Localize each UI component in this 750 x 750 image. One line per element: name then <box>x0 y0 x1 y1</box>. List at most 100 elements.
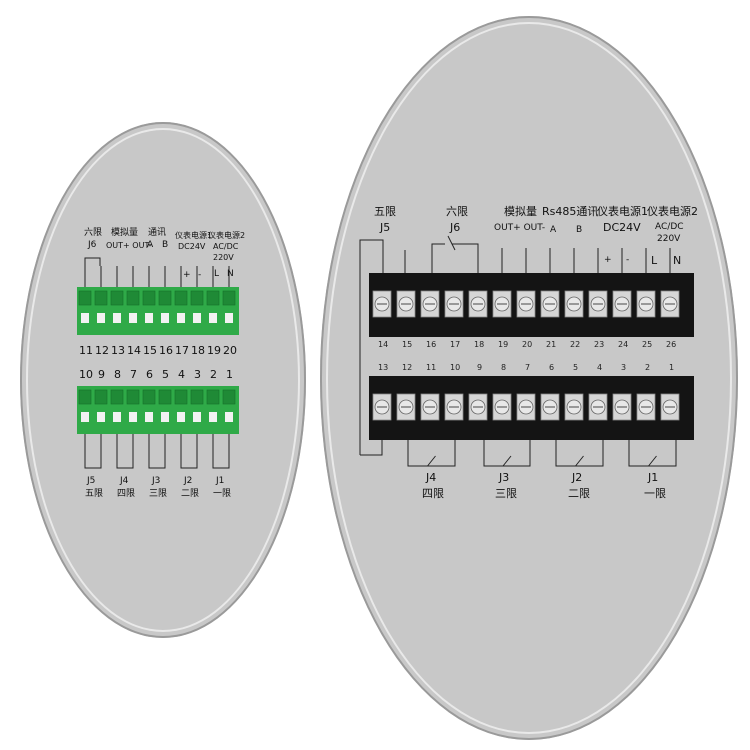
left-header-plus: + <box>183 270 191 280</box>
left-upper-terminal-number: 13 <box>111 344 125 357</box>
green-terminal-window <box>209 412 217 422</box>
green-terminal-window <box>97 313 105 323</box>
green-terminal-slot <box>158 290 172 306</box>
left-header-n: N <box>227 269 234 279</box>
left-lower-terminal-number: 10 <box>79 368 93 381</box>
right-limit-contact <box>502 455 512 467</box>
left-lower-terminal-number: 8 <box>114 368 121 381</box>
left-bottom-j-label: J2 <box>184 476 193 486</box>
right-header-six-limit: 六限 <box>446 205 468 218</box>
right-lower-terminal-number: 3 <box>621 363 627 372</box>
right-header-dc24v: DC24V <box>603 221 641 234</box>
green-terminal-slot <box>190 290 204 306</box>
right-header-acdc: AC/DC <box>655 222 684 232</box>
right-header-rs485: Rs485通讯 <box>542 205 599 218</box>
left-header-l: L <box>214 269 220 279</box>
right-lower-terminal-number: 6 <box>549 363 555 372</box>
left-limit-bracket <box>116 458 134 469</box>
right-limit-bracket <box>407 440 456 467</box>
green-terminal-slot <box>174 290 188 306</box>
right-j6-contact <box>447 235 456 251</box>
green-terminal-window <box>145 412 153 422</box>
green-terminal-window <box>177 412 185 422</box>
right-upper-terminal-number: 24 <box>618 340 629 349</box>
left-upper-terminal-number: 11 <box>79 344 93 357</box>
right-header-five-limit: 五限 <box>374 205 396 218</box>
right-bottom-limit-label: 三限 <box>495 487 517 500</box>
green-terminal-slot <box>190 389 204 405</box>
green-terminal-slot <box>126 389 140 405</box>
right-upper-terminal-number: 18 <box>474 340 485 349</box>
left-header-minus: - <box>198 270 202 280</box>
left-bottom-limit-label: 五限 <box>85 489 104 499</box>
right-header-analog: 模拟量 <box>504 205 537 218</box>
right-upper-terminal-number: 23 <box>594 340 605 349</box>
right-limit-bracket <box>628 440 677 467</box>
green-terminal-slot <box>142 389 156 405</box>
right-header-power2: 仪表电源2 <box>647 205 698 218</box>
left-header-analog: 模拟量 <box>111 228 139 238</box>
right-bottom-j-label: J4 <box>426 471 437 484</box>
right-bottom-j-label: J3 <box>499 471 510 484</box>
left-upper-terminal-number: 16 <box>159 344 173 357</box>
right-header-l: L <box>651 254 658 267</box>
green-terminal-slot <box>158 389 172 405</box>
left-upper-terminal-number: 12 <box>95 344 109 357</box>
green-terminal-window <box>81 412 89 422</box>
left-j6-bracket <box>84 257 101 266</box>
right-lower-terminal-number: 1 <box>669 363 675 372</box>
left-upper-terminal-number: 19 <box>207 344 221 357</box>
green-terminal-window <box>193 412 201 422</box>
right-limit-contact <box>648 455 657 467</box>
left-lower-terminal-number: 7 <box>130 368 137 381</box>
right-header-j6: J6 <box>450 221 461 234</box>
left-limit-bracket <box>84 458 102 469</box>
left-bottom-j-label: J5 <box>87 476 96 486</box>
right-lower-terminal-number: 11 <box>426 363 437 372</box>
green-terminal-window <box>161 412 169 422</box>
right-bottom-limit-label: 二限 <box>568 487 590 500</box>
right-upper-terminal-number: 21 <box>546 340 557 349</box>
right-header-power1: 仪表电源1 <box>597 205 648 218</box>
left-bottom-limit-label: 三限 <box>149 489 168 499</box>
left-header-comm-b: B <box>162 240 169 250</box>
left-header-power1: 仪表电源1 <box>175 231 213 240</box>
left-header-out-pair: OUT+ OUT- <box>106 241 152 250</box>
left-bottom-limit-label: 一限 <box>213 489 232 499</box>
right-upper-terminal-number: 22 <box>570 340 581 349</box>
right-header-j5: J5 <box>380 221 391 234</box>
green-terminal-slot <box>110 389 124 405</box>
left-upper-terminal-number: 18 <box>191 344 205 357</box>
left-header-six-limit: 六限 <box>84 228 103 238</box>
right-upper-terminal-number: 16 <box>426 340 437 349</box>
left-plate-rim <box>26 128 300 632</box>
right-upper-terminal-number: 14 <box>378 340 389 349</box>
green-terminal-window <box>209 313 217 323</box>
right-limit-bracket <box>555 440 604 467</box>
green-terminal-slot <box>206 389 220 405</box>
left-bottom-limit-label: 四限 <box>117 489 136 499</box>
green-terminal-window <box>225 313 233 323</box>
left-upper-terminal-number: 20 <box>223 344 237 357</box>
green-terminal-window <box>161 313 169 323</box>
right-header-out-pair: OUT+ OUT- <box>494 223 546 233</box>
right-header-220v: 220V <box>657 234 681 244</box>
right-lower-terminal-number: 5 <box>573 363 579 372</box>
green-terminal-slot <box>222 389 236 405</box>
green-terminal-slot <box>94 290 108 306</box>
left-header-j6: J6 <box>88 240 97 250</box>
green-terminal-slot <box>110 290 124 306</box>
right-limit-contact <box>427 455 436 467</box>
right-header-comm-b: B <box>576 225 583 235</box>
green-terminal-window <box>225 412 233 422</box>
left-lower-terminal-number: 1 <box>226 368 233 381</box>
green-terminal-slot <box>126 290 140 306</box>
right-lower-terminal-number: 8 <box>501 363 507 372</box>
right-lower-terminal-number: 9 <box>477 363 483 372</box>
right-header-comm-a: A <box>550 225 557 235</box>
right-lower-terminal-number: 7 <box>525 363 531 372</box>
right-header-minus: - <box>626 255 630 265</box>
green-terminal-slot <box>78 389 92 405</box>
green-terminal-window <box>129 412 137 422</box>
